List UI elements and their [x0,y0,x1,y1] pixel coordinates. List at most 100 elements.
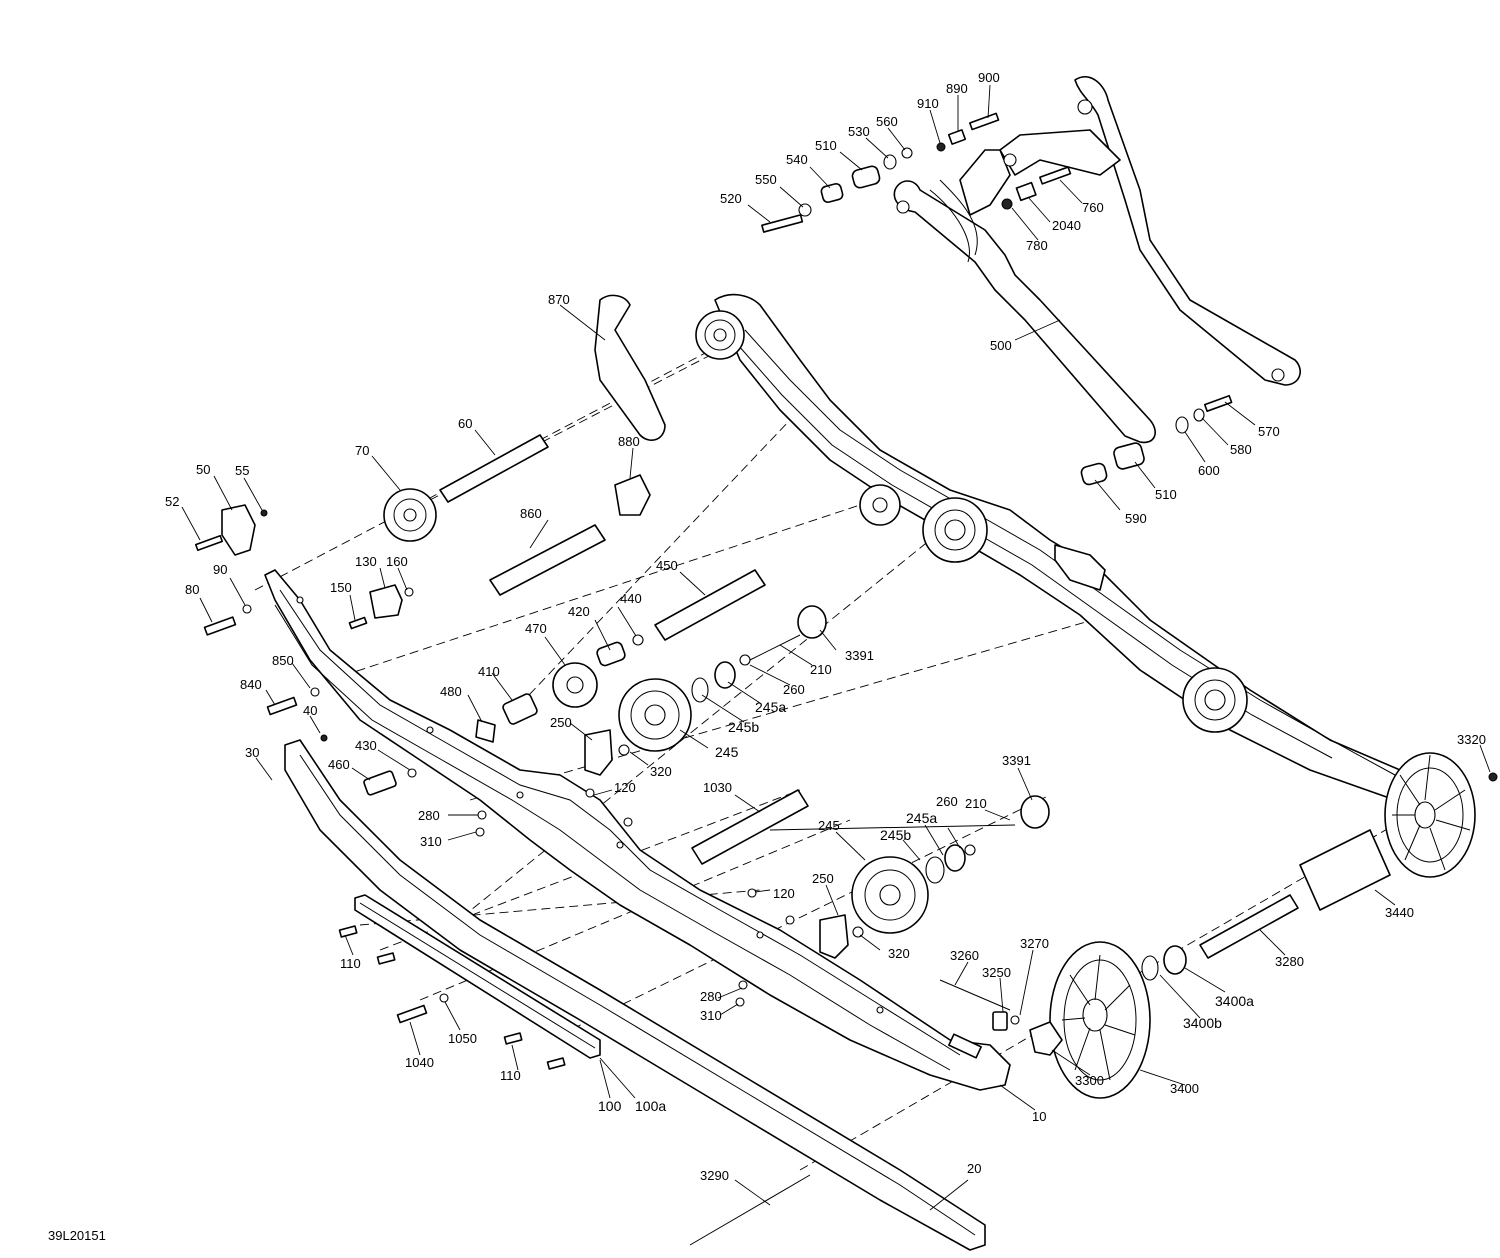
callout-320: 320 [650,764,672,779]
callout-1040: 1040 [405,1055,434,1070]
callout-3270: 3270 [1020,936,1049,951]
callout-55: 55 [235,463,249,478]
callout-3300: 3300 [1075,1073,1104,1088]
callout-470: 470 [525,621,547,636]
callout-110b: 110 [500,1068,521,1083]
callout-3400b: 3400b [1183,1015,1222,1031]
lower-pivot-hardware [1080,394,1233,486]
callout-840: 840 [240,677,262,692]
callout-310b: 310 [700,1008,722,1023]
callout-580: 580 [1230,442,1252,457]
callout-280b: 280 [700,989,722,1004]
callout-260: 260 [783,682,805,697]
callout-labels: 900 890 910 560 530 510 540 550 520 760 … [48,70,1486,1243]
callout-150: 150 [330,580,352,595]
callout-40: 40 [303,703,317,718]
callout-52: 52 [165,494,179,509]
left-rail-10 [264,569,1011,1091]
left-side-wheels [383,488,1187,1099]
callout-510: 510 [815,138,837,153]
callout-780: 780 [1026,238,1048,253]
callout-510b: 510 [1155,487,1177,502]
callout-410: 410 [478,664,500,679]
callout-760: 760 [1082,200,1104,215]
callout-530: 530 [848,124,870,139]
callout-10: 10 [1032,1109,1046,1124]
callout-210: 210 [810,662,832,677]
callout-570: 570 [1258,424,1280,439]
callout-245a-lower: 245a [906,810,937,826]
callout-245a: 245a [755,699,786,715]
callout-245-lower: 245 [818,818,840,833]
upper-pivot-hardware [761,112,1072,233]
callout-245: 245 [715,744,739,760]
callout-280: 280 [418,808,440,823]
callout-500: 500 [990,338,1012,353]
callout-590: 590 [1125,511,1147,526]
callout-160: 160 [386,554,408,569]
callout-3260: 3260 [950,948,979,963]
callout-460: 460 [328,757,350,772]
callout-550: 550 [755,172,777,187]
upper-arm-500 [893,76,1301,444]
callout-480: 480 [440,684,462,699]
callout-3391: 3391 [845,648,874,663]
callout-3250: 3250 [982,965,1011,980]
callout-120: 120 [614,780,636,795]
callout-70: 70 [355,443,369,458]
callout-880: 880 [618,434,640,449]
callout-430: 430 [355,738,377,753]
callout-80: 80 [185,582,199,597]
callout-110: 110 [340,956,361,971]
callout-2040: 2040 [1052,218,1081,233]
callout-3440: 3440 [1385,905,1414,920]
callout-600: 600 [1198,463,1220,478]
callout-3391b: 3391 [1002,753,1031,768]
callout-250: 250 [550,715,572,730]
callout-560: 560 [876,114,898,129]
callout-30: 30 [245,745,259,760]
callout-3400a: 3400a [1215,993,1254,1009]
callout-3400: 3400 [1170,1081,1199,1096]
callout-320b: 320 [888,946,910,961]
callout-440: 440 [620,591,642,606]
right-rail-wheels [695,310,1476,878]
callout-250b: 250 [812,871,834,886]
callout-50: 50 [196,462,210,477]
callout-870: 870 [548,292,570,307]
callout-420: 420 [568,604,590,619]
callout-100a: 100a [635,1098,666,1114]
callout-3320: 3320 [1457,732,1486,747]
callout-245b-lower: 245b [880,827,911,843]
callout-20: 20 [967,1161,981,1176]
slide-20 [284,739,986,1251]
wear-strip-100 [354,894,601,1059]
callout-90: 90 [213,562,227,577]
callout-540: 540 [786,152,808,167]
leader-lines [181,84,1491,1211]
right-rail [714,293,1421,801]
callout-900: 900 [978,70,1000,85]
callout-1030: 1030 [703,780,732,795]
diagram-code: 39L20151 [48,1228,106,1243]
callout-850: 850 [272,653,294,668]
callout-450: 450 [656,558,678,573]
callout-520: 520 [720,191,742,206]
callout-860: 860 [520,506,542,521]
callout-245b: 245b [728,719,759,735]
callout-1050: 1050 [448,1031,477,1046]
callout-120b: 120 [773,886,795,901]
callout-3280: 3280 [1275,954,1304,969]
callout-310: 310 [420,834,442,849]
brackets-and-fasteners [194,294,1498,1070]
callout-3290: 3290 [700,1168,729,1183]
callout-210b: 210 [965,796,987,811]
callout-890: 890 [946,81,968,96]
callout-910: 910 [917,96,939,111]
callout-130: 130 [355,554,377,569]
callout-60: 60 [458,416,472,431]
shafts [439,434,1391,1246]
callout-100: 100 [598,1098,622,1114]
callout-260b: 260 [936,794,958,809]
